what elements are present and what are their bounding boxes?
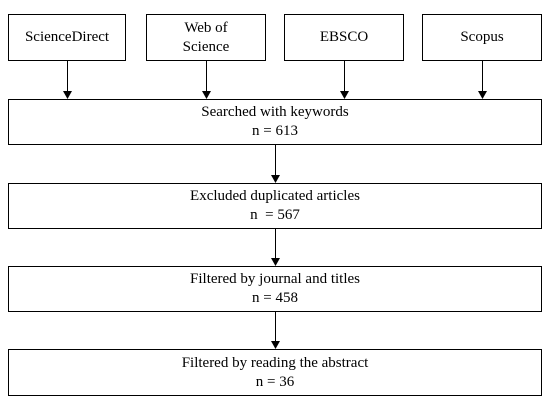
source-box-sciencedirect: ScienceDirect xyxy=(8,14,126,61)
arrow-web-of-science-to-search xyxy=(202,61,211,99)
source-label: EBSCO xyxy=(319,29,369,45)
arrow-sciencedirect-to-search xyxy=(63,61,72,99)
arrow-ebsco-to-search xyxy=(340,61,349,99)
source-label: Scopus xyxy=(460,29,504,45)
step-label: Searched with keywords xyxy=(201,104,349,120)
source-label: ScienceDirect xyxy=(24,29,110,45)
arrow-search-to-excluded xyxy=(271,145,280,183)
step-box-filtered-abstract: Filtered by reading the abstract n = 36 xyxy=(8,349,542,396)
source-box-ebsco: EBSCO xyxy=(284,14,404,61)
step-count: n = 613 xyxy=(252,123,298,139)
source-box-web-of-science: Web of Science xyxy=(146,14,266,61)
step-count: n = 36 xyxy=(255,373,295,390)
step-label: Filtered by journal and titles xyxy=(190,271,360,287)
source-label-line-1: Web of xyxy=(184,19,228,36)
step-box-searched: Searched with keywords n = 613 xyxy=(8,99,542,145)
arrow-journal-to-abstract xyxy=(271,312,280,349)
step-box-excluded-duplicates: Excluded duplicated articles n = 567 xyxy=(8,183,542,229)
step-label: Excluded duplicated articles xyxy=(190,188,360,204)
source-box-scopus: Scopus xyxy=(422,14,542,61)
step-count: n = 458 xyxy=(252,290,298,306)
step-label: Filtered by reading the abstract xyxy=(181,354,369,371)
arrow-scopus-to-search xyxy=(478,61,487,99)
arrow-excluded-to-journal xyxy=(271,229,280,266)
step-box-filtered-journal-titles: Filtered by journal and titles n = 458 xyxy=(8,266,542,312)
step-count: n = 567 xyxy=(250,207,300,223)
source-label-line-2: Science xyxy=(182,38,230,55)
